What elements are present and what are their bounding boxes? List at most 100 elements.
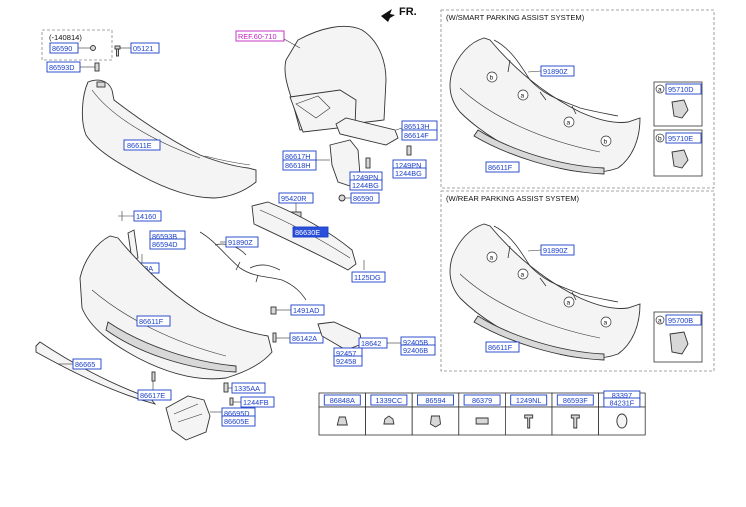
leader-86513H (395, 127, 403, 131)
label-1491AD-box (290, 304, 325, 316)
fastener-86593F-icon (570, 414, 580, 429)
date-note-frame (41, 29, 113, 61)
label-86630E: 86630E (295, 228, 320, 237)
label-86142A-box (289, 332, 324, 344)
panel-cutout (295, 95, 331, 119)
side-bracket-86513H: 86513H 86614F (335, 117, 438, 146)
fastener-label-86593F: 86593F (563, 396, 588, 405)
smart-callout-b-2 (600, 135, 612, 147)
screw-head-icon (114, 45, 121, 50)
cell-callout-b-text: b (658, 136, 662, 143)
sensor-95710E-icon (671, 149, 689, 169)
front-label: FR. (399, 6, 417, 18)
callout-86142A: 86142A (272, 332, 324, 344)
clip-86142A-icon (272, 332, 277, 343)
sensor-95700B-icon (669, 331, 689, 355)
label-92406B-box (400, 344, 436, 356)
fastener-label-86379: 86379 (472, 396, 492, 405)
cell-callout-a (655, 84, 665, 94)
rear-callout-a-2-text: a (521, 272, 525, 279)
label-92457: 92457 (336, 349, 356, 358)
screw-shank-icon (116, 48, 119, 57)
label-18642: 18642 (361, 339, 381, 348)
front-arrow-icon (381, 9, 395, 22)
leader-91890Z-smart (527, 70, 542, 73)
label-1244BG-b-box (392, 167, 427, 179)
side-bracket-86593B-shape (127, 229, 139, 261)
label-1244BG-a: 1244BG (352, 181, 379, 190)
label-1244BG-b: 1244BG (395, 169, 422, 178)
rear-cell-callout-a (655, 315, 665, 325)
callout-86593B: 86593B 86594D (127, 229, 186, 261)
reflector-18642: 18642 92405B 92406B 92457 92458 (317, 321, 436, 367)
rear-callout-a-3-text: a (567, 300, 571, 307)
label-95710D: 95710D (668, 85, 694, 94)
smart-bumper-crease (459, 87, 601, 153)
back-beam-86630E: 86630E (251, 201, 357, 271)
label-05121: 05121 (133, 44, 153, 53)
bolt-1249PN-icon (365, 157, 371, 169)
label-1249PN-a: 1249PN (352, 173, 378, 182)
rear-bumper-shape (449, 223, 641, 359)
smart-bumper-shape (449, 37, 641, 173)
label-91890Z-rear: 91890Z (543, 246, 568, 255)
label-92458-box (333, 355, 363, 367)
label-95700B-box (665, 314, 702, 326)
fastener-label-1339CC: 1339CC (376, 396, 403, 405)
bumper-upper-clip-icon (96, 81, 106, 88)
smart-parking-assist-panel: (W/SMART PARKING ASSIST SYSTEM) b a a b … (440, 9, 715, 189)
rear-callout-a-1 (486, 251, 498, 263)
rear-panel-frame (440, 190, 715, 372)
label-86142A: 86142A (292, 334, 317, 343)
smart-callout-b-2-text: b (604, 139, 608, 146)
label-1244FB-box (240, 396, 275, 408)
rear-callout-a-2 (517, 268, 529, 280)
smart-diffuser (473, 129, 605, 175)
fastener-86848A-icon (336, 416, 348, 426)
retainer-86593D-icon (94, 62, 100, 72)
reflector-shape (317, 321, 363, 351)
fastener-1249PN-right: 1249PN 1244BG (392, 145, 427, 179)
label-86618H-box (282, 159, 317, 171)
fastener-1339CC-icon (383, 415, 395, 425)
fastener-label-box (323, 394, 361, 406)
label-95710E-box (665, 132, 702, 144)
label-86614F: 86614F (404, 131, 429, 140)
rear-callout-a-4 (600, 316, 612, 328)
fastener-plug-icon (616, 413, 628, 429)
label-91890Z-main: 91890Z (228, 238, 253, 247)
label-95710D-box (665, 83, 702, 95)
fastener-label-83397: 83397 (612, 391, 632, 400)
smart-callout-a-1 (517, 89, 529, 101)
lower-bracket-shape (165, 395, 211, 441)
rear-parking-assist-panel: (W/REAR PARKING ASSIST SYSTEM) a a a a 9… (440, 190, 715, 372)
bumper-crease-line (91, 89, 201, 159)
ref-60-710-box (235, 30, 285, 42)
label-91890Z-main-box (225, 236, 259, 248)
bolt-1335AA-icon (223, 382, 229, 393)
label-95700B: 95700B (668, 316, 693, 325)
clip-1491AD-icon (270, 306, 277, 315)
date-note-group: (-140814) 86590 (41, 29, 113, 61)
smart-callout-a-2-text: a (567, 120, 571, 127)
label-86630E-box (292, 226, 329, 238)
front-direction-indicator: FR. (381, 6, 417, 22)
smart-wiring-shape (493, 39, 619, 117)
label-14160-box (133, 210, 162, 222)
rear-callout-a-4-text: a (604, 320, 608, 327)
fastener-label-box (463, 394, 501, 406)
label-95710E: 95710E (668, 134, 693, 143)
label-86617E-box (137, 389, 172, 401)
callout-1125DG: 1125DG (351, 260, 386, 283)
fastener-label-box (417, 394, 454, 406)
label-86611E-box (123, 139, 161, 151)
cell-callout-b (655, 133, 665, 143)
label-95420R: 95420R (281, 194, 307, 203)
bumper-cover-86611F: 86611F (79, 235, 273, 380)
label-86665-box (72, 358, 102, 370)
label-86590-mid: 86590 (353, 194, 373, 203)
callout-14160: 14160 (118, 210, 162, 222)
label-86618H: 86618H (285, 161, 311, 170)
